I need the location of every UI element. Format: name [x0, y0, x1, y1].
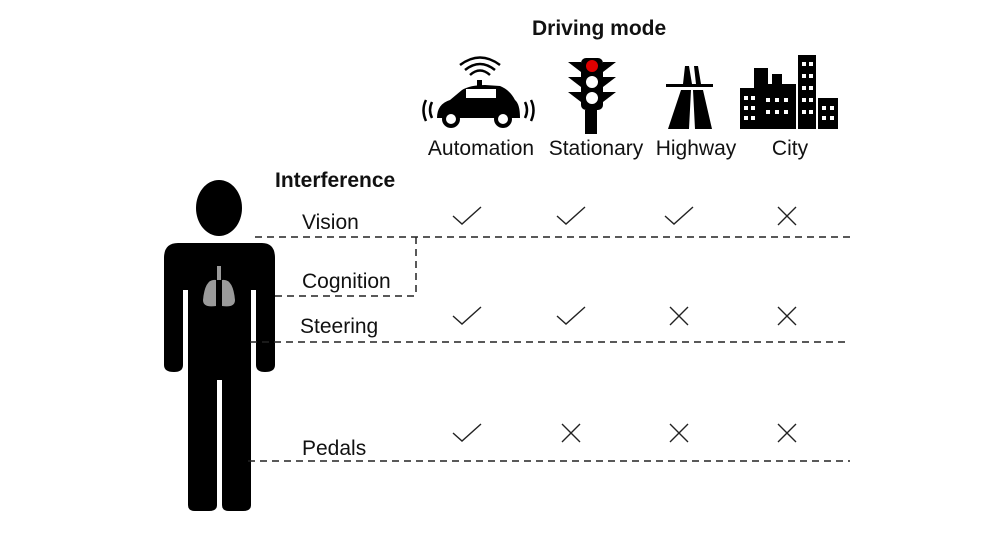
mode-label-city: City	[771, 137, 809, 160]
row-label-vision: Vision	[302, 211, 359, 234]
interference-title: Interference	[275, 169, 396, 192]
row-label-cognition: Cognition	[302, 270, 391, 293]
person-figure	[164, 180, 275, 511]
cross-icon	[777, 423, 797, 443]
check-icon	[664, 206, 694, 225]
traffic-light-icon	[568, 58, 616, 134]
check-icon	[452, 423, 482, 442]
cross-icon	[777, 206, 797, 226]
cross-icon	[669, 423, 689, 443]
mode-label-stationary: Stationary	[548, 137, 644, 160]
check-icon	[556, 206, 586, 225]
driving-mode-title: Driving mode	[532, 17, 667, 40]
cross-icon	[561, 423, 581, 443]
row-label-pedals: Pedals	[302, 437, 367, 460]
check-icon	[452, 206, 482, 225]
mode-label-automation: Automation	[427, 137, 535, 160]
cross-icon	[777, 306, 797, 326]
city-icon	[740, 55, 838, 129]
check-icon	[556, 306, 586, 325]
row-label-steering: Steering	[300, 315, 379, 338]
check-icon	[452, 306, 482, 325]
cross-icon	[669, 306, 689, 326]
mode-label-highway: Highway	[655, 137, 737, 160]
autonomous-car-icon	[422, 56, 535, 128]
highway-icon	[666, 66, 713, 129]
lungs-icon	[203, 266, 235, 307]
